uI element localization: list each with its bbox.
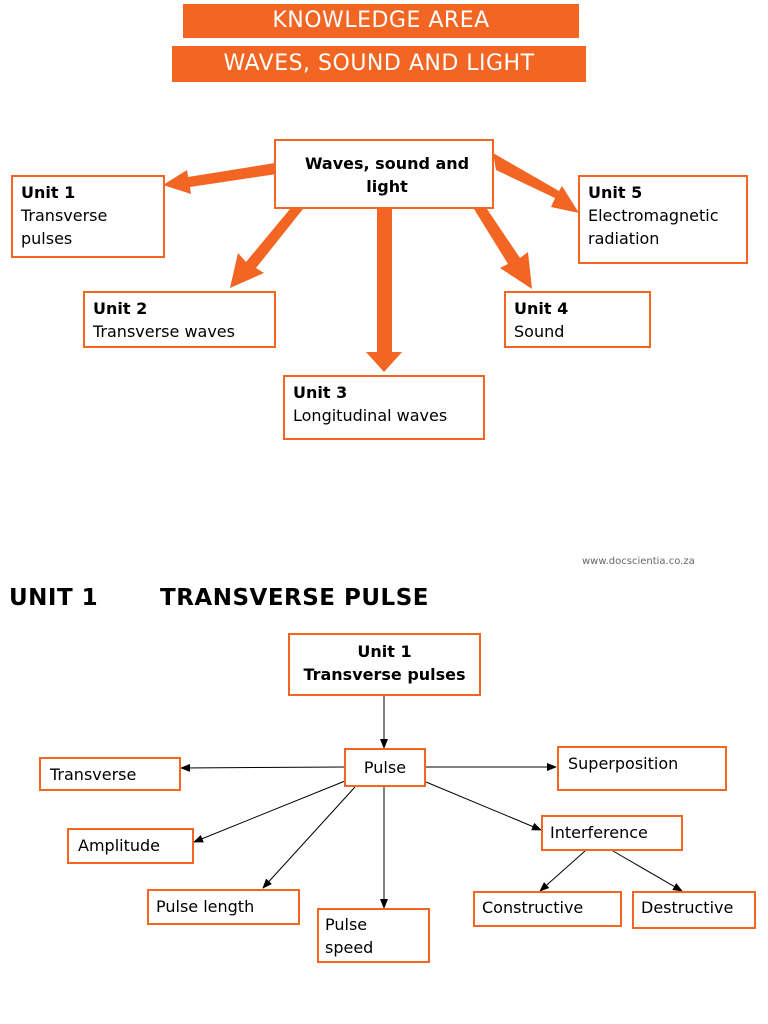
overview-center-label: Waves, sound and light bbox=[304, 154, 470, 196]
pulse-label: Pulse bbox=[363, 758, 407, 777]
connector-interference-to-destructive bbox=[612, 850, 683, 892]
amplitude-label: Amplitude bbox=[78, 836, 160, 855]
unit5-name: Electromagnetic radiation bbox=[588, 206, 719, 248]
constructive-box: Constructive bbox=[473, 891, 622, 927]
section-title: TRANSVERSE PULSE bbox=[160, 585, 429, 611]
constructive-label: Constructive bbox=[482, 898, 584, 917]
interference-box: Interference bbox=[541, 815, 683, 851]
interference-label: Interference bbox=[550, 823, 648, 842]
unit3-name: Longitudinal waves bbox=[293, 406, 448, 425]
source-credit: www.docscientia.co.za bbox=[582, 556, 695, 567]
unit1-number: Unit 1 bbox=[21, 183, 76, 202]
pulse-speed-line1: Pulse bbox=[325, 915, 368, 934]
unit3-box: Unit 3 Longitudinal waves bbox=[283, 375, 485, 440]
transverse-label: Transverse bbox=[50, 765, 137, 784]
pulse-speed-line2: speed bbox=[325, 938, 374, 957]
unit2-number: Unit 2 bbox=[93, 299, 148, 318]
superposition-label: Superposition bbox=[568, 754, 679, 773]
unit1-connectors bbox=[180, 696, 683, 909]
connector-interference-to-constructive bbox=[539, 850, 586, 892]
section-unit-label: UNIT 1 bbox=[9, 585, 99, 611]
amplitude-box: Amplitude bbox=[67, 828, 194, 864]
destructive-box: Destructive bbox=[632, 891, 756, 929]
overview-center-box: Waves, sound and light bbox=[274, 139, 494, 209]
unit1-box: Unit 1 Transverse pulses bbox=[11, 175, 165, 258]
unit4-box: Unit 4 Sound bbox=[504, 291, 651, 348]
unit1-name: Transverse pulses bbox=[21, 206, 108, 248]
unit5-box: Unit 5 Electromagnetic radiation bbox=[578, 175, 748, 264]
connector-pulse-to-pulse-length bbox=[262, 786, 356, 889]
pulse-length-box: Pulse length bbox=[147, 889, 300, 925]
connector-pulse-to-interference bbox=[425, 781, 542, 831]
unit2-box: Unit 2 Transverse waves bbox=[83, 291, 276, 348]
arrow-to-unit4 bbox=[474, 209, 532, 289]
unit2-name: Transverse waves bbox=[93, 322, 235, 341]
destructive-label: Destructive bbox=[641, 898, 734, 917]
topic-banner: WAVES, SOUND AND LIGHT bbox=[172, 46, 586, 82]
connector-pulse-to-transverse bbox=[180, 763, 346, 772]
unit1-root-box: Unit 1 Transverse pulses bbox=[288, 633, 481, 696]
unit4-name: Sound bbox=[514, 322, 565, 341]
arrow-to-unit3 bbox=[366, 208, 402, 372]
knowledge-area-banner: KNOWLEDGE AREA bbox=[183, 4, 579, 38]
pulse-box: Pulse bbox=[344, 748, 426, 787]
pulse-speed-box: Pulse speed bbox=[317, 908, 430, 963]
transverse-box: Transverse bbox=[39, 757, 181, 791]
arrow-to-unit5 bbox=[493, 153, 579, 213]
arrow-to-unit1 bbox=[163, 163, 277, 194]
unit4-number: Unit 4 bbox=[514, 299, 569, 318]
arrow-to-unit2 bbox=[230, 209, 303, 288]
unit1-root-line2: Transverse pulses bbox=[303, 665, 466, 684]
superposition-box: Superposition bbox=[557, 746, 727, 791]
unit5-number: Unit 5 bbox=[588, 183, 643, 202]
unit1-root-line1: Unit 1 bbox=[357, 642, 412, 661]
connector-pulse-to-amplitude bbox=[193, 780, 346, 843]
pulse-length-label: Pulse length bbox=[156, 897, 255, 916]
unit3-number: Unit 3 bbox=[293, 383, 348, 402]
